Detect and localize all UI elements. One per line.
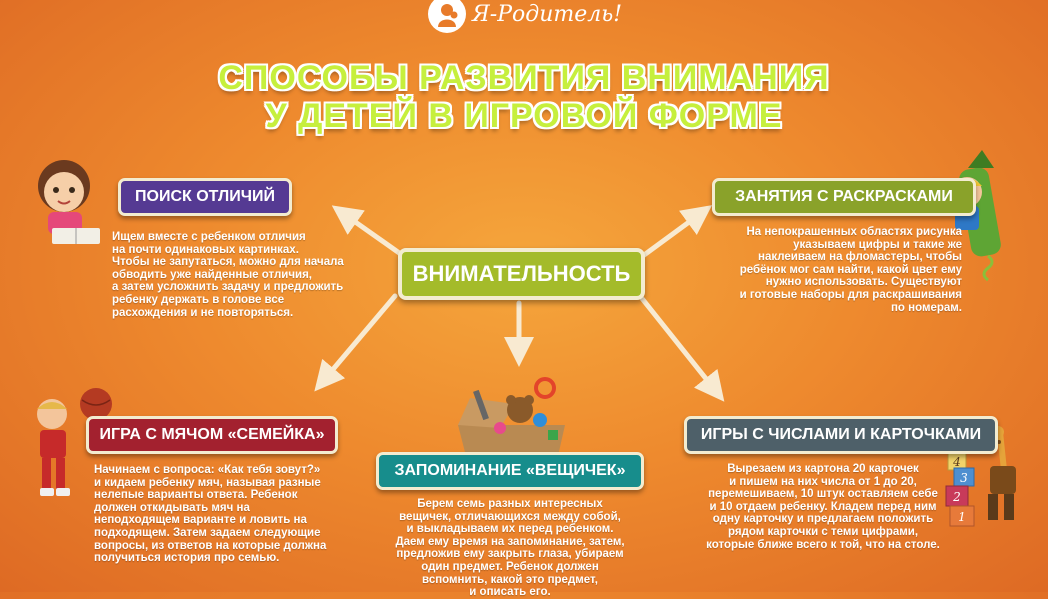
- page-title-line-2: У ДЕТЕЙ В ИГРОВОЙ ФОРМЕ: [265, 97, 783, 135]
- node-numbers-label: ИГРЫ С ЧИСЛАМИ И КАРТОЧКАМИ: [684, 416, 998, 454]
- node-coloring-description: На непокрашенных областях рисунка указыв…: [739, 226, 962, 314]
- node-ball-description: Начинаем с вопроса: «Как тебя зовут?» и …: [94, 464, 327, 565]
- node-ball-label: ИГРА С МЯЧОМ «СЕМЕЙКА»: [86, 416, 338, 454]
- block-digit-3: 3: [960, 471, 968, 485]
- node-memory-description: Берем семь разных интересных вещичек, от…: [395, 498, 625, 599]
- node-memory-label: ЗАПОМИНАНИЕ «ВЕЩИЧЕК»: [376, 452, 644, 490]
- arrow-to-coloring: [637, 205, 713, 261]
- arrow-to-numbers: [637, 293, 725, 402]
- node-numbers-description: Вырезаем из картона 20 карточек и пишем …: [706, 463, 940, 551]
- node-coloring-label: ЗАНЯТИЯ С РАСКРАСКАМИ: [712, 178, 976, 216]
- logo-icon: [428, 0, 466, 33]
- logo-text: Я-Родитель!: [472, 1, 623, 27]
- page-title-line-1: СПОСОБЫ РАЗВИТИЯ ВНИМАНИЯ: [218, 59, 830, 97]
- toy-box-illustration-icon: [458, 377, 565, 456]
- block-digit-4: 4: [952, 455, 961, 469]
- girl-illustration-icon: [38, 160, 100, 244]
- block-digit-2: 2: [952, 490, 961, 504]
- boy-ball-illustration-icon: [37, 388, 112, 496]
- block-digit-1: 1: [958, 510, 966, 524]
- center-node: ВНИМАТЕЛЬНОСТЬ: [398, 248, 645, 300]
- node-search-description: Ищем вместе с ребенком отличия на почти …: [112, 231, 344, 319]
- arrow-to-ball: [314, 293, 398, 392]
- node-search-label: ПОИСК ОТЛИЧИЙ: [118, 178, 292, 216]
- logo: Я-Родитель!: [428, 0, 622, 40]
